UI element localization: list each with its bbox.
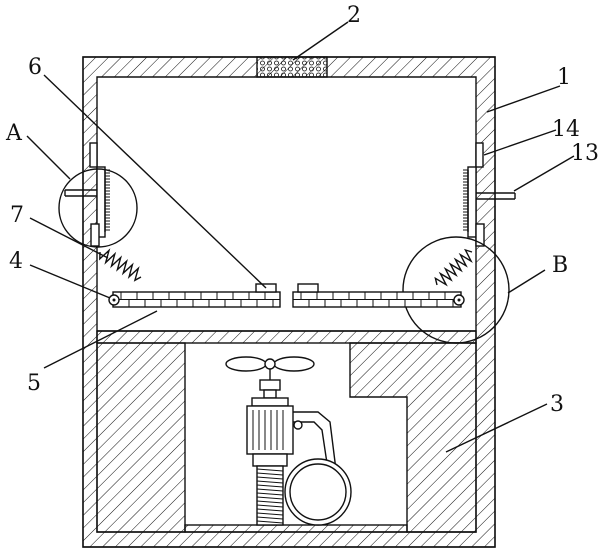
left-rack-assembly	[64, 166, 110, 247]
right-plate	[292, 283, 462, 308]
left-hinge-dot	[112, 298, 116, 302]
right-hinge-dot	[457, 298, 461, 302]
label-5: 5	[27, 371, 41, 396]
roll-inner	[289, 463, 347, 521]
roll-outer	[284, 458, 352, 526]
label-7: 7	[10, 203, 24, 228]
label-14: 14	[552, 117, 580, 142]
label-2: 2	[347, 3, 361, 28]
left-wall-notch	[89, 142, 98, 168]
fan-blade-left	[225, 356, 267, 372]
fan-hub	[264, 358, 276, 370]
divider-slab	[96, 330, 477, 344]
label-1: 1	[557, 65, 571, 90]
label-4: 4	[9, 249, 23, 274]
left-spring	[99, 248, 142, 282]
leader-lines	[26, 21, 575, 453]
detail-circle-a	[58, 168, 138, 248]
right-wall-notch	[475, 142, 484, 168]
motor-body	[246, 405, 294, 455]
label-13: 13	[571, 141, 599, 166]
label-3: 3	[550, 392, 564, 417]
right-rack-assembly	[463, 166, 516, 247]
left-plate	[112, 283, 281, 308]
lower-left-block	[96, 342, 186, 533]
lower-right-block	[349, 342, 477, 533]
label-b: B	[552, 253, 568, 278]
label-a: A	[5, 121, 23, 146]
fan-blade-right	[273, 356, 315, 372]
right-spring	[434, 248, 473, 287]
top-filter	[256, 56, 328, 78]
label-6: 6	[28, 55, 42, 80]
fan-motor-assembly	[225, 356, 352, 526]
lower-floor	[184, 524, 408, 533]
